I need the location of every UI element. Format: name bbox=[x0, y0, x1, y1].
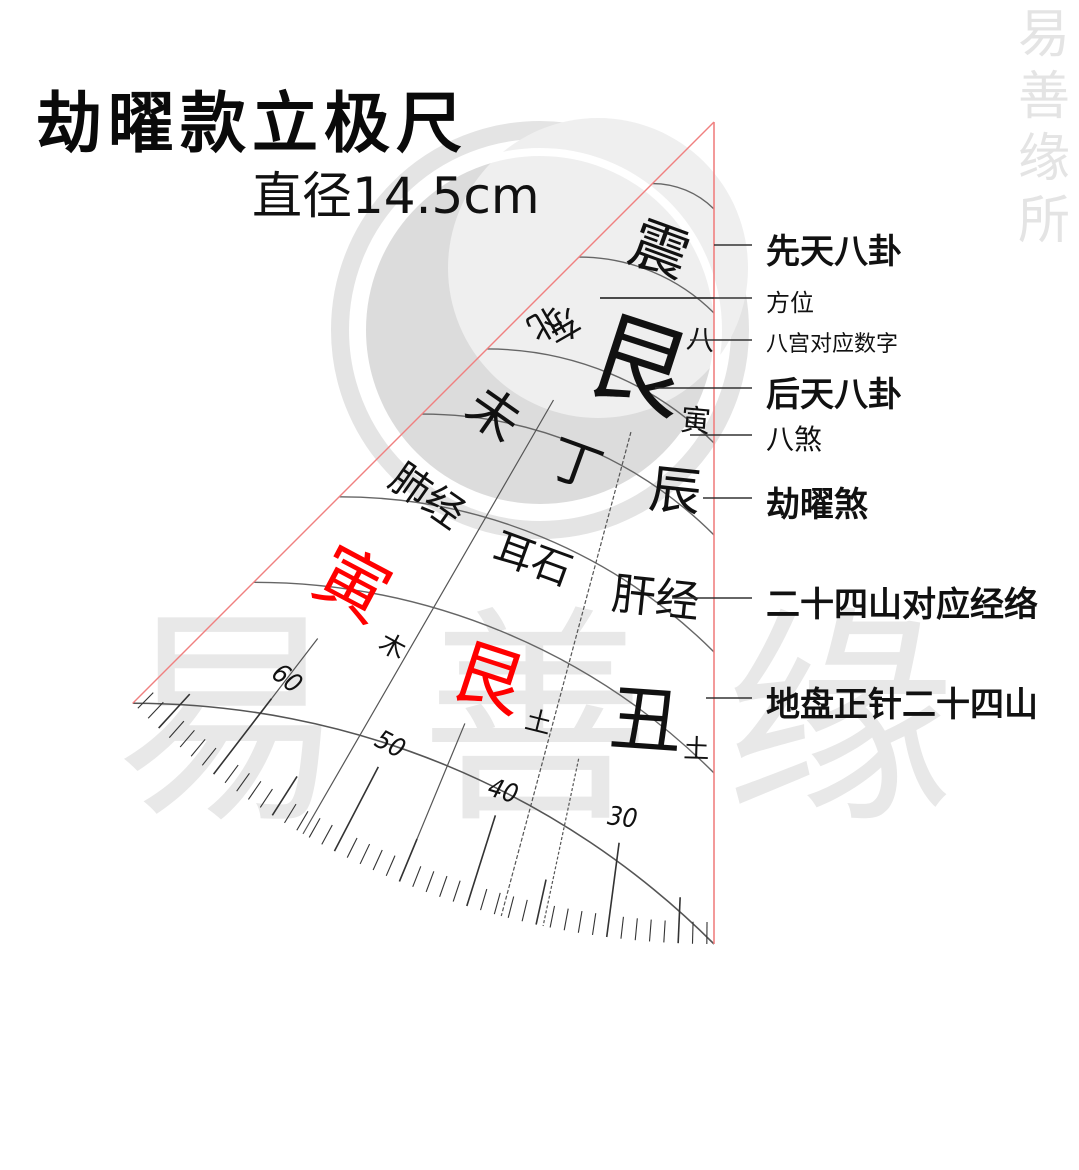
radial-divider bbox=[542, 758, 580, 927]
legend-label: 八煞 bbox=[766, 422, 823, 456]
ring-arc bbox=[487, 348, 715, 444]
jieyao-sha-char: 辰 bbox=[646, 459, 704, 524]
scale-tick bbox=[212, 698, 273, 775]
scale-tick bbox=[605, 842, 620, 938]
scale-tick bbox=[137, 692, 154, 709]
ring-arc bbox=[578, 256, 715, 314]
vertical-watermark: 易 善 缘 所 bbox=[1016, 4, 1072, 252]
scale-tick bbox=[236, 772, 250, 792]
scale-tick bbox=[247, 780, 262, 800]
scale-label: 50 bbox=[370, 725, 410, 765]
scale-tick bbox=[425, 871, 435, 893]
scale-tick bbox=[493, 892, 501, 915]
basha-char: 寅 bbox=[679, 403, 712, 440]
dipan-mountain-char: 丑 bbox=[607, 676, 685, 765]
legend-label: 先天八卦 bbox=[766, 231, 902, 272]
scale-tick bbox=[563, 908, 569, 931]
element-char: 木 bbox=[374, 628, 411, 667]
scale-tick bbox=[480, 888, 488, 911]
scale-tick bbox=[577, 910, 583, 933]
ring-arc bbox=[339, 496, 715, 653]
circle-logo-watermark-icon bbox=[331, 118, 749, 539]
ring-arc bbox=[421, 413, 715, 536]
radial-divider bbox=[500, 431, 632, 917]
scale-tick bbox=[677, 897, 681, 944]
watermark-char: 所 bbox=[1017, 191, 1070, 251]
scale-tick bbox=[398, 838, 418, 882]
scale-tick bbox=[385, 855, 396, 877]
scale-tick bbox=[259, 788, 273, 808]
scale-tick bbox=[158, 693, 191, 729]
scale-tick bbox=[535, 879, 547, 925]
scale-tick bbox=[372, 849, 383, 871]
scale-tick bbox=[346, 837, 358, 858]
scale-tick bbox=[507, 896, 515, 918]
page-subtitle: 直径14.5cm bbox=[252, 167, 540, 225]
scale-tick bbox=[190, 738, 206, 757]
scale-tick bbox=[591, 913, 597, 936]
scale-tick bbox=[284, 803, 297, 824]
watermark-char: 缘 bbox=[1017, 129, 1070, 189]
legend-label: 后天八卦 bbox=[766, 374, 902, 415]
element-char: 土 bbox=[683, 734, 710, 765]
scale-tick bbox=[549, 905, 556, 928]
legend-leader-lines bbox=[600, 244, 752, 699]
legend-label: 方位 bbox=[766, 289, 814, 318]
scale-tick bbox=[521, 899, 528, 922]
watermark-char: 善 bbox=[420, 588, 650, 855]
radial-divider bbox=[302, 399, 555, 835]
scale-label: 30 bbox=[606, 801, 639, 835]
legend-label: 劫曜煞 bbox=[766, 484, 868, 525]
scale-tick bbox=[321, 824, 333, 845]
left-edge bbox=[132, 121, 715, 704]
big-watermark: 易善缘 bbox=[115, 588, 955, 855]
watermark-char: 易 bbox=[1017, 5, 1070, 65]
scale-tick bbox=[452, 880, 461, 902]
scale-tick bbox=[663, 920, 666, 943]
scale-tick bbox=[147, 701, 164, 719]
scale-tick bbox=[333, 766, 380, 852]
ring-arc bbox=[652, 182, 715, 210]
watermark-char: 善 bbox=[1017, 67, 1070, 127]
scale-tick bbox=[271, 776, 298, 816]
scale-tick bbox=[691, 921, 694, 944]
page-title: 劫曜款立极尺 bbox=[36, 85, 468, 162]
scale-tick bbox=[168, 720, 185, 739]
scale-tick bbox=[296, 811, 309, 831]
scale-tick bbox=[224, 764, 239, 784]
scale-tick bbox=[308, 818, 321, 838]
legend-label: 地盘正针二十四山 bbox=[766, 684, 1038, 725]
scale-tick bbox=[201, 747, 217, 766]
scale-tick bbox=[634, 918, 638, 941]
scale-tick bbox=[620, 916, 624, 939]
watermark-char: 缘 bbox=[725, 588, 955, 855]
watermark-char: 易 bbox=[115, 588, 345, 855]
scale-tick bbox=[466, 815, 497, 907]
scale-tick bbox=[359, 843, 371, 865]
scale-tick bbox=[179, 729, 195, 748]
scale-tick bbox=[412, 866, 422, 888]
legend-label: 二十四山对应经络 bbox=[766, 584, 1038, 625]
scale-tick bbox=[439, 875, 448, 898]
legend-label: 八宫对应数字 bbox=[766, 332, 899, 358]
scale-tick bbox=[648, 919, 652, 942]
ring-arc bbox=[253, 581, 715, 774]
